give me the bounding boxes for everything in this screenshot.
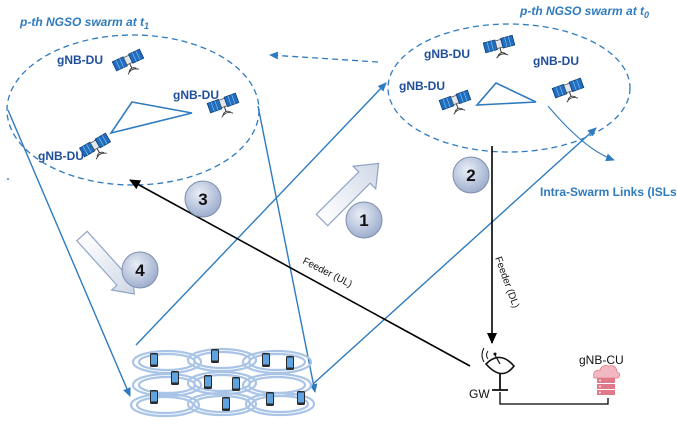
feeder-uplink bbox=[129, 179, 471, 367]
satellite-icon bbox=[111, 48, 148, 79]
user-device-icon bbox=[232, 377, 240, 391]
step-4-number: 4 bbox=[135, 261, 145, 280]
step-4-badge: 4 bbox=[121, 251, 159, 289]
sat-label: gNB-DU bbox=[57, 53, 103, 67]
step-arrow-up bbox=[315, 162, 380, 227]
isl-pointer-arrow bbox=[547, 105, 615, 162]
satellite-icon bbox=[551, 77, 588, 106]
sat-label: gNB-DU bbox=[424, 47, 470, 61]
user-device-icon bbox=[297, 391, 305, 405]
swarm-t0-ellipse bbox=[387, 23, 631, 153]
sat-label: gNB-DU bbox=[533, 54, 579, 68]
step-3-number: 3 bbox=[198, 190, 207, 209]
gateway-label: GW bbox=[469, 387, 490, 401]
cu-label: gNB-CU bbox=[579, 353, 624, 367]
cloud-server-icon bbox=[593, 365, 621, 395]
swarm-t0-title: p-th NGSO swarm at t0 bbox=[519, 4, 649, 20]
feeder-dl-label: Feeder (DL) bbox=[492, 255, 521, 309]
isl-triangle-t0 bbox=[475, 82, 537, 106]
user-device-icon bbox=[211, 349, 219, 363]
beam-line bbox=[312, 127, 597, 385]
user-device-icon bbox=[222, 397, 230, 411]
user-device-icon bbox=[262, 353, 270, 367]
user-device-icon bbox=[150, 353, 158, 367]
user-device-icon bbox=[204, 375, 212, 389]
satellite-icon bbox=[79, 132, 115, 165]
swarm-movement-arrow bbox=[269, 51, 379, 63]
gw-cu-link bbox=[499, 392, 609, 405]
step-3-badge: 3 bbox=[184, 180, 222, 218]
user-device-icon bbox=[266, 392, 274, 406]
satellite-icon bbox=[482, 34, 518, 61]
beam-line bbox=[135, 82, 387, 346]
isl-triangle-t1 bbox=[109, 101, 193, 135]
ground-cell-cluster bbox=[129, 347, 316, 418]
sat-label: gNB-DU bbox=[173, 88, 219, 102]
sat-label: gNB-DU bbox=[399, 79, 445, 93]
user-device-icon bbox=[171, 371, 179, 385]
user-device-icon bbox=[286, 356, 294, 370]
swarm-t1-title: p-th NGSO swarm at t1 bbox=[19, 15, 149, 31]
feeder-ul-label: Feeder (UL) bbox=[301, 256, 354, 290]
step-2-badge: 2 bbox=[452, 156, 490, 194]
gateway-antenna-icon bbox=[481, 347, 516, 391]
beam-line bbox=[257, 105, 318, 393]
step-1-badge: 1 bbox=[345, 201, 383, 239]
step-2-number: 2 bbox=[466, 166, 475, 185]
satellite-icon bbox=[438, 89, 475, 118]
isl-label: Intra-Swarm Links (ISLs) bbox=[540, 185, 677, 199]
step-1-number: 1 bbox=[359, 211, 368, 230]
beam-line bbox=[7, 109, 131, 397]
user-device-icon bbox=[150, 390, 158, 404]
sat-label: gNB-DU bbox=[38, 149, 84, 163]
